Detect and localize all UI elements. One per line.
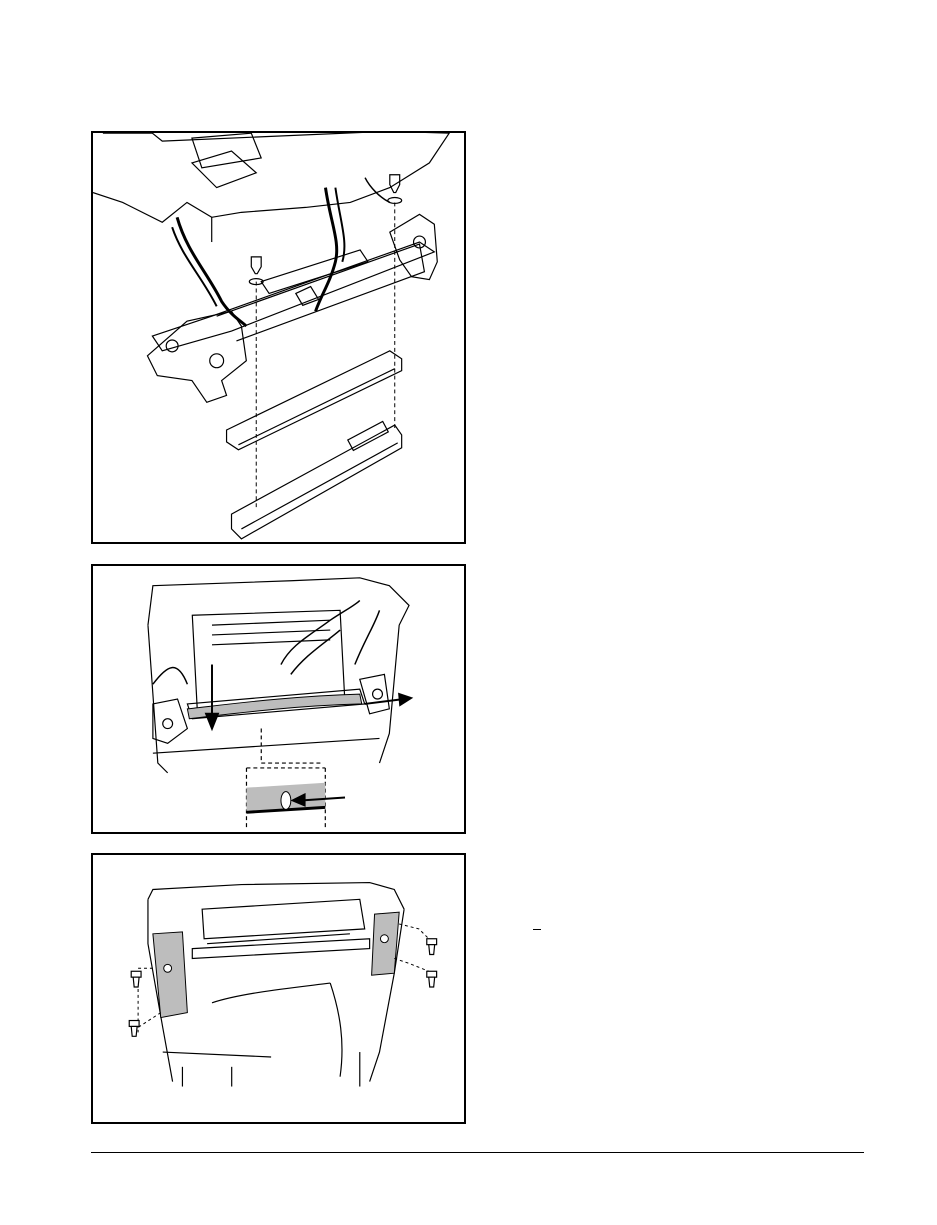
- figure-cover-screws: [91, 853, 466, 1124]
- printhead-exploded-illustration: [93, 133, 464, 542]
- footer-rule: [91, 1152, 864, 1153]
- figure-cable-routing: [91, 564, 466, 834]
- figure-printhead-exploded: [91, 131, 466, 544]
- cover-screws-illustration: [93, 855, 464, 1122]
- dash-mark: [533, 929, 541, 930]
- cable-routing-illustration: [93, 566, 464, 832]
